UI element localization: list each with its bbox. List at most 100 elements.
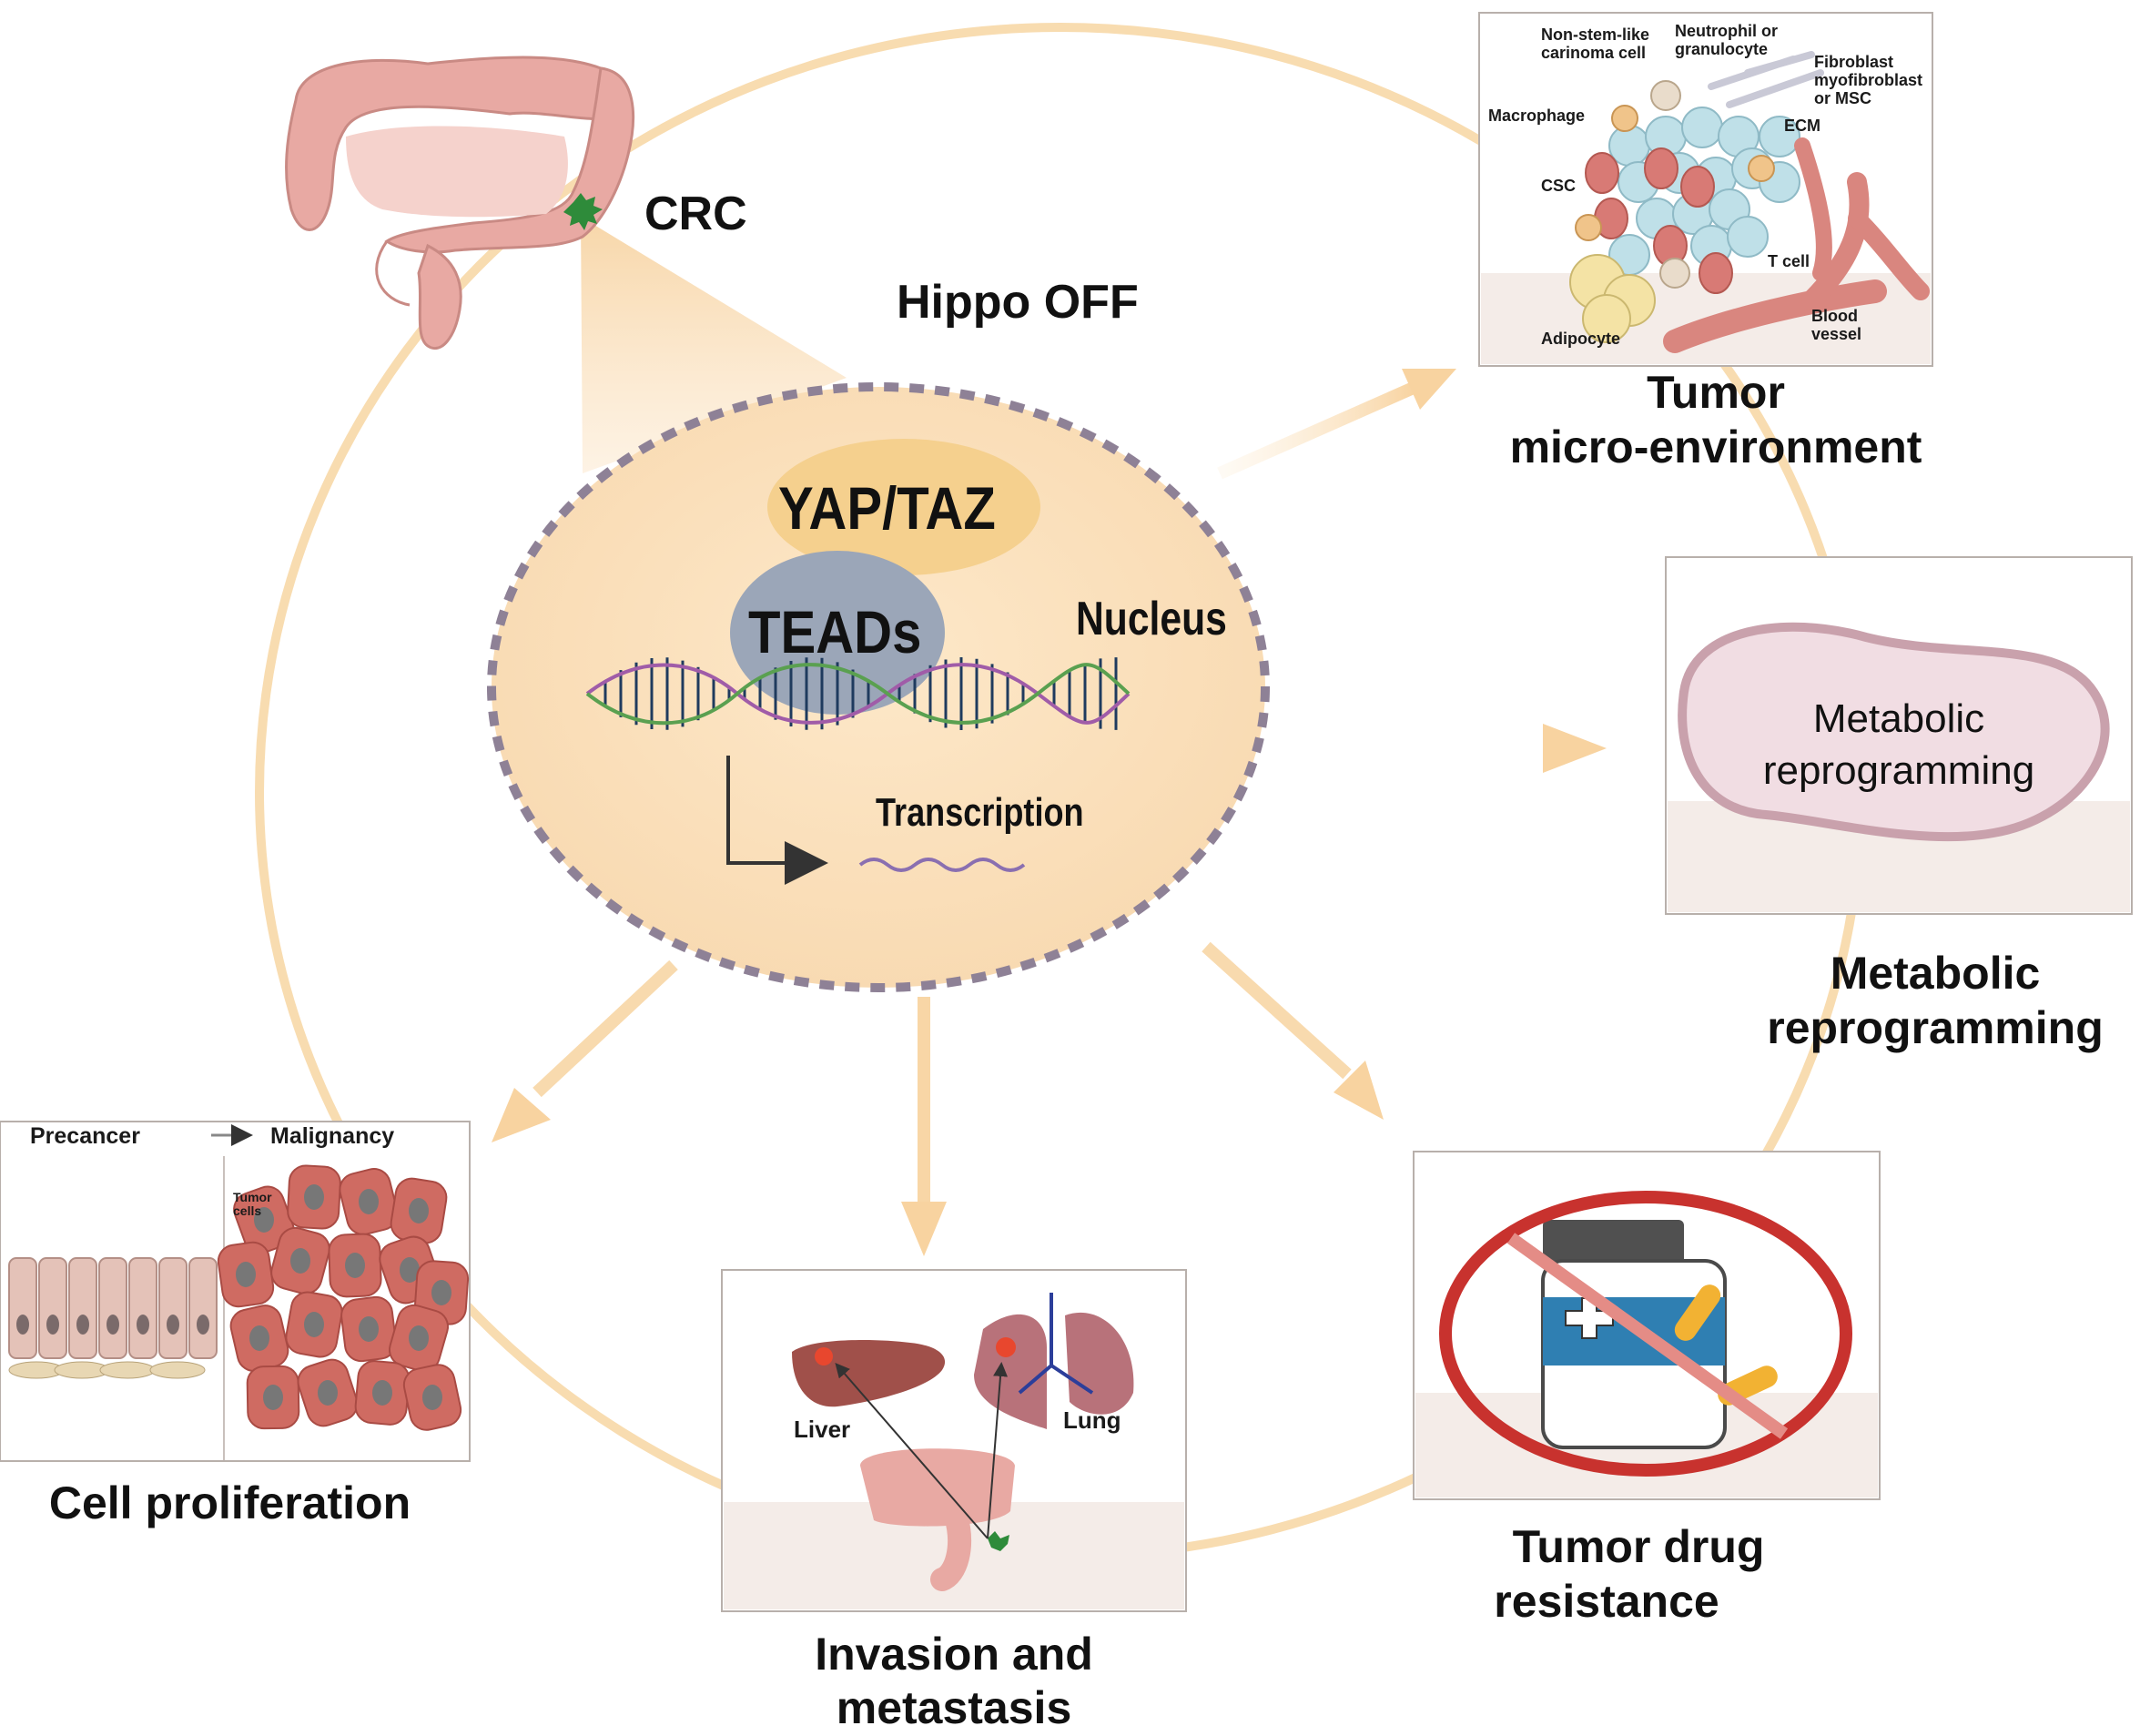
mrna-wave <box>858 858 1026 872</box>
precancer-label: Precancer <box>30 1123 140 1149</box>
cell-nucleus <box>16 1315 29 1335</box>
precancer-cell <box>98 1257 127 1359</box>
tumor-cell-nucleus <box>263 1385 283 1410</box>
tme-label-t-cell: T cell <box>1768 252 1810 270</box>
transcription-label: Transcription <box>876 790 1084 835</box>
stem-cell <box>1644 147 1678 189</box>
tumor-cell-nucleus <box>422 1385 442 1410</box>
cell-nucleus <box>76 1315 89 1335</box>
arrow-to-proliferation <box>492 959 678 1142</box>
metabolic-panel <box>1665 556 2133 915</box>
tme-label-csc: CSC <box>1541 177 1577 195</box>
tumor-cell-nucleus <box>254 1207 274 1233</box>
precancer-cell <box>68 1257 97 1359</box>
mitochondrion-icon <box>1678 622 2110 842</box>
precancer-cell <box>8 1257 37 1359</box>
tme-title-line2: micro-environment <box>1509 421 1922 472</box>
tme-label-blood-vessel: Blood vessel <box>1811 307 1862 343</box>
tme-title-line1: Tumor <box>1647 367 1785 418</box>
stem-cell <box>1699 252 1733 294</box>
nucleus-label: Nucleus <box>1076 593 1227 645</box>
bottle-cap <box>1543 1220 1684 1267</box>
no-sign <box>1439 1191 1852 1477</box>
tumor-cell-nucleus <box>359 1316 379 1342</box>
metabolic-inner-line2: reprogramming <box>1762 748 2035 793</box>
metabolic-inner-line1: Metabolic <box>1812 696 1985 741</box>
tumor-cell-nucleus <box>345 1253 365 1278</box>
metabolic-title-line2: reprogramming <box>1767 1002 2104 1053</box>
tumor-cells-label: Tumor cells <box>233 1190 272 1218</box>
tumor-cell-nucleus <box>236 1262 256 1287</box>
liver-label: Liver <box>794 1416 851 1443</box>
metabolic-title-line1: Metabolic <box>1830 948 2041 999</box>
arrow-to-tme <box>1217 369 1456 480</box>
precancer-cell <box>128 1257 157 1359</box>
cell-nucleus <box>137 1315 149 1335</box>
arrow-to-drug <box>1202 941 1384 1120</box>
crc-label: CRC <box>644 188 747 240</box>
tme-label-neutrophil: Neutrophil or granulocyte <box>1675 22 1778 58</box>
macrophage-cell <box>1575 214 1602 241</box>
tme-label-non-stem: Non-stem-like carinoma cell <box>1541 25 1650 62</box>
tumor-cell-nucleus <box>431 1280 451 1305</box>
precancer-cell <box>158 1257 188 1359</box>
invasion-panel <box>721 1269 1187 1612</box>
invasion-title-line1: Invasion and <box>815 1629 1093 1680</box>
neutrophil-cell <box>1659 258 1690 289</box>
tme-label-macrophage: Macrophage <box>1488 107 1586 125</box>
tumor-spot <box>563 193 603 230</box>
cell-nucleus <box>167 1315 179 1335</box>
cross-icon <box>1565 1297 1614 1339</box>
teads-blob <box>730 551 945 715</box>
tumor-cell-nucleus <box>409 1325 429 1351</box>
yap-taz-blob <box>767 439 1040 575</box>
tme-panel <box>1478 12 1933 367</box>
precancer-cell <box>188 1257 218 1359</box>
dna-helix <box>585 657 1131 730</box>
focus-cone <box>581 217 847 473</box>
teads-label: TEADs <box>748 598 922 665</box>
yap-taz-label: YAP/TAZ <box>778 474 996 542</box>
neutrophil-cell <box>1650 80 1681 111</box>
tumor-cell-nucleus <box>400 1257 420 1283</box>
arrow-to-invasion <box>901 997 947 1256</box>
cell-nucleus <box>46 1315 59 1335</box>
capsule-1 <box>1674 1284 1721 1341</box>
drug-title-line2: resistance <box>1494 1576 1719 1627</box>
drug-panel <box>1413 1151 1881 1500</box>
arrow-to-metabolic <box>1343 724 1607 773</box>
transcription-arrow <box>726 756 828 885</box>
stem-cell <box>1585 152 1619 194</box>
cell-nucleus <box>106 1315 119 1335</box>
proliferation-title: Cell proliferation <box>48 1477 411 1528</box>
malignancy-label: Malignancy <box>270 1123 395 1149</box>
tumor-cell-nucleus <box>409 1198 429 1223</box>
tme-label-ecm: ECM <box>1784 117 1820 135</box>
stromal-cell <box>99 1361 156 1379</box>
tumor-cell-nucleus <box>372 1380 392 1406</box>
tumor-cell <box>1681 107 1723 148</box>
tumor-cell-nucleus <box>249 1325 269 1351</box>
precancer-cell <box>38 1257 67 1359</box>
hippo-off-label: Hippo OFF <box>897 276 1139 329</box>
drug-title-line1: Tumor drug <box>1512 1521 1765 1572</box>
tumor-cell-nucleus <box>359 1189 379 1214</box>
stem-cell <box>1680 166 1715 208</box>
tumor-cell-nucleus <box>318 1380 338 1406</box>
tumor-cell-nucleus <box>290 1248 310 1274</box>
tumor-cell-nucleus <box>304 1312 324 1337</box>
tumor-cell <box>1759 116 1800 157</box>
invasion-title-line2: metastasis <box>836 1682 1072 1733</box>
tme-label-fibroblast: Fibroblast myofibroblast or MSC <box>1814 53 1923 107</box>
cell-nucleus <box>197 1315 209 1335</box>
tme-label-adipocyte: Adipocyte <box>1541 330 1621 348</box>
macrophage-cell <box>1611 105 1638 132</box>
lung-label: Lung <box>1063 1406 1121 1434</box>
stromal-cell <box>149 1361 206 1379</box>
tumor-cell-nucleus <box>304 1184 324 1210</box>
lung-left-icon <box>974 1314 1047 1429</box>
lung-right-icon <box>1065 1312 1134 1415</box>
macrophage-cell <box>1748 155 1775 182</box>
proliferation-panel <box>0 1121 471 1462</box>
